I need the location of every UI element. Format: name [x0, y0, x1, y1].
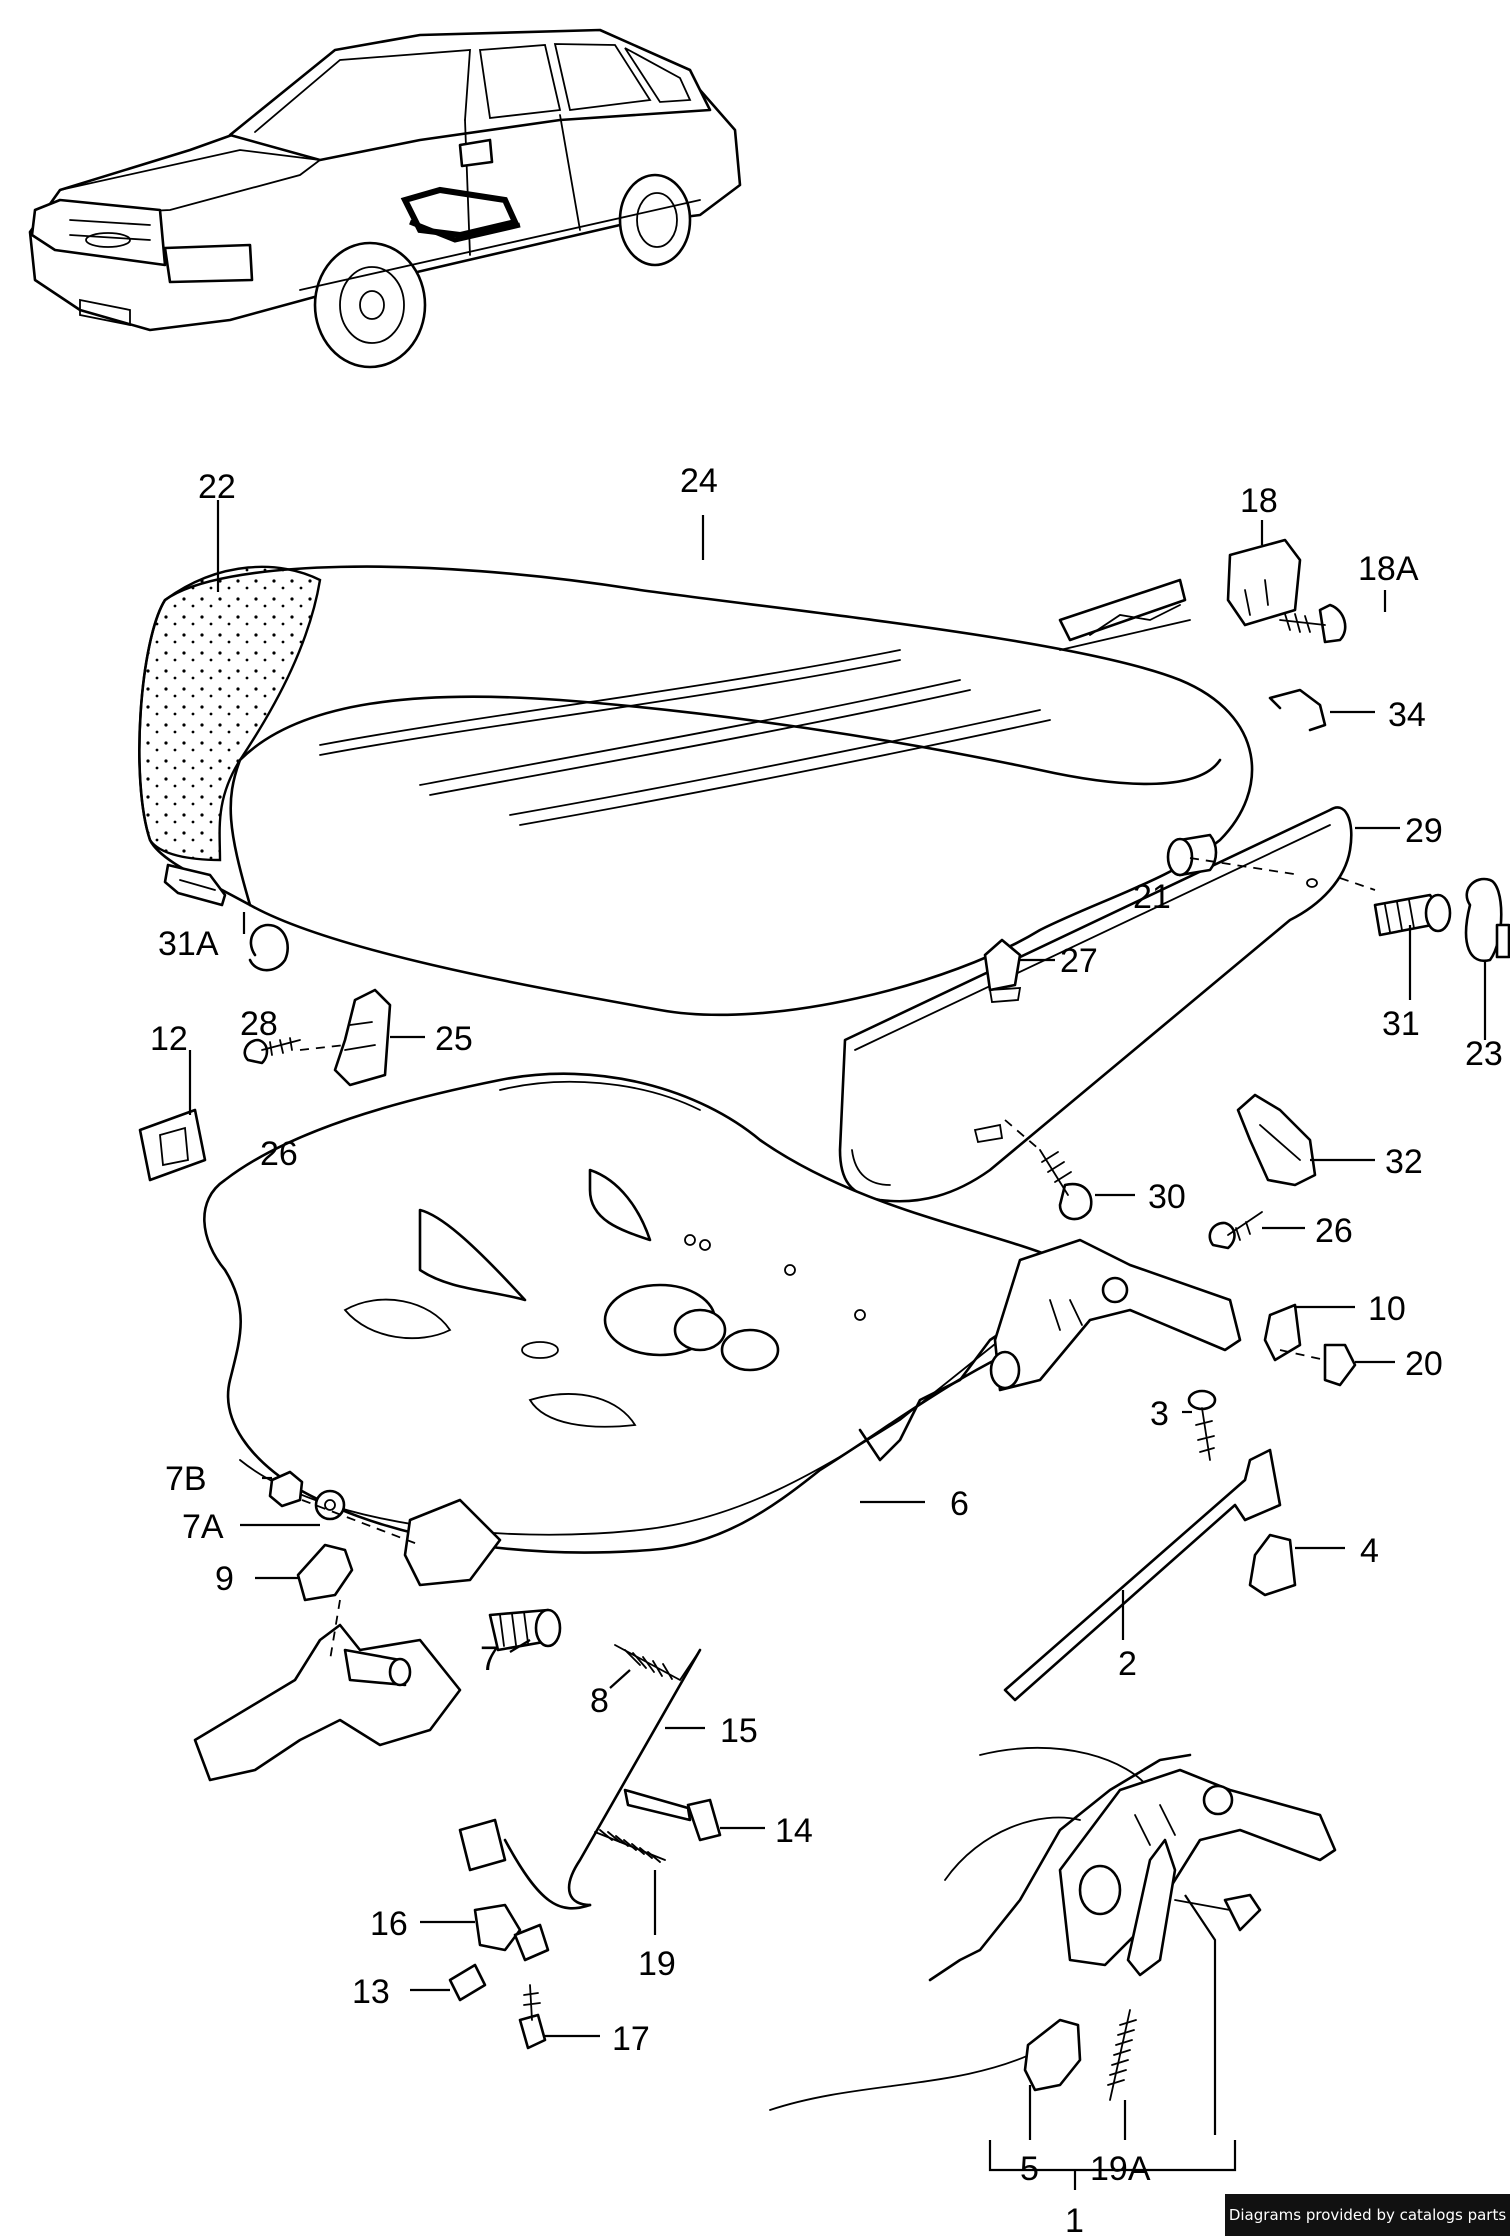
callout-labels: 22 24 18 18A 34 29 21 27 31 23 31A 28 25…	[150, 462, 1503, 2236]
label-4: 4	[1360, 1532, 1379, 1570]
label-26a: 26	[260, 1135, 298, 1173]
label-7a: 7A	[182, 1508, 224, 1546]
label-27: 27	[1060, 942, 1098, 980]
label-24: 24	[680, 462, 718, 500]
label-18: 18	[1240, 482, 1278, 520]
leader-lines	[188, 500, 1487, 2190]
label-19a: 19A	[1090, 2150, 1151, 2188]
label-30: 30	[1148, 1178, 1186, 1216]
label-31a: 31A	[158, 925, 219, 963]
label-1: 1	[1065, 2202, 1084, 2236]
label-2: 2	[1118, 1645, 1137, 1683]
label-7b: 7B	[165, 1460, 207, 1498]
label-20: 20	[1405, 1345, 1443, 1383]
label-29: 29	[1405, 812, 1443, 850]
label-26b: 26	[1315, 1212, 1353, 1250]
label-9: 9	[215, 1560, 234, 1598]
label-25: 25	[435, 1020, 473, 1058]
label-28: 28	[240, 1005, 278, 1043]
label-17: 17	[612, 2020, 650, 2058]
label-18a: 18A	[1358, 550, 1419, 588]
label-21: 21	[1133, 878, 1171, 916]
label-22: 22	[198, 468, 236, 506]
alignment-lines	[299, 857, 1376, 1661]
small-parts	[138, 538, 1510, 2111]
diagram-credit: Diagrams provided by catalogs parts	[1225, 2194, 1510, 2236]
label-23: 23	[1465, 1035, 1503, 1073]
label-16: 16	[370, 1905, 408, 1943]
label-34: 34	[1388, 696, 1426, 734]
label-5: 5	[1020, 2150, 1039, 2188]
seat-frame	[203, 1072, 1242, 1554]
label-8: 8	[590, 1682, 609, 1720]
seat-cushion	[138, 565, 1254, 1017]
label-12: 12	[150, 1020, 188, 1058]
label-7: 7	[480, 1640, 499, 1678]
label-15: 15	[720, 1712, 758, 1750]
label-19: 19	[638, 1945, 676, 1983]
label-3: 3	[1150, 1395, 1169, 1433]
label-32: 32	[1385, 1143, 1423, 1181]
label-13: 13	[352, 1973, 390, 2011]
car-illustration	[28, 28, 742, 369]
label-31: 31	[1382, 1005, 1420, 1043]
label-10: 10	[1368, 1290, 1406, 1328]
label-6: 6	[950, 1485, 969, 1523]
label-14: 14	[775, 1812, 813, 1850]
